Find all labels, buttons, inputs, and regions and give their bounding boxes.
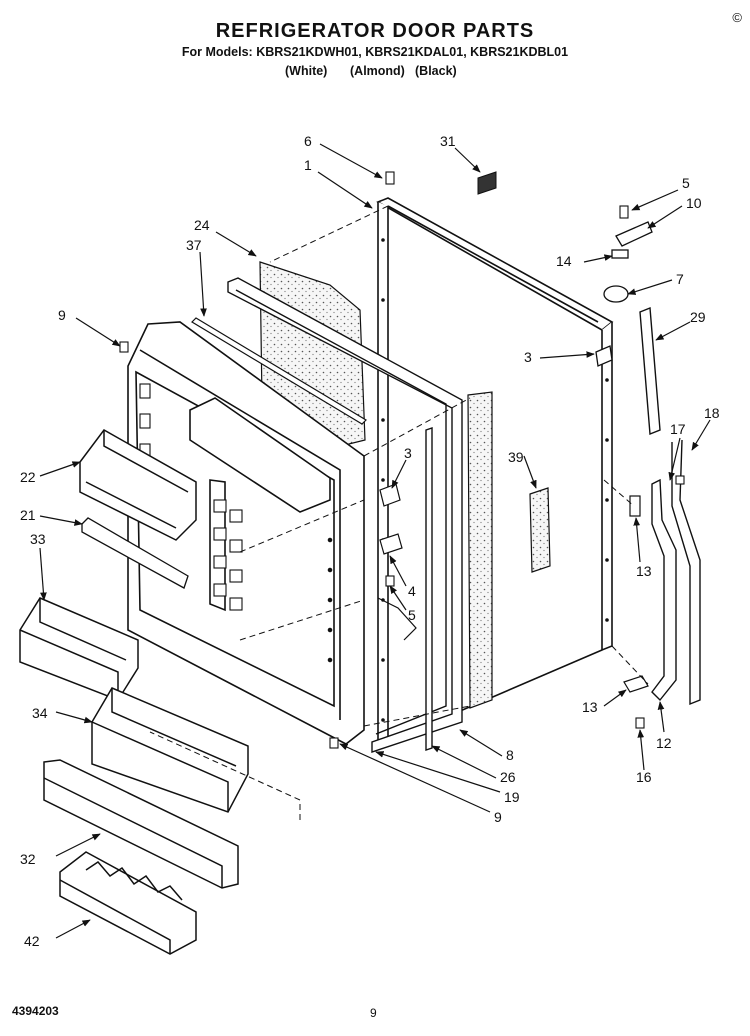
door-handle-upper	[639, 306, 661, 436]
callout-label: 39	[508, 449, 524, 465]
inner-door-liner	[127, 321, 365, 745]
top-hinge	[595, 221, 653, 367]
shelf-bin-lower	[91, 687, 249, 813]
shelf-bin-upper	[19, 597, 139, 701]
model-list: For Models: KBRS21KDWH01, KBRS21KDAL01, …	[181, 45, 569, 59]
callout-label: 7	[676, 271, 684, 287]
color-white: (White)	[285, 64, 328, 78]
trim-strip	[191, 317, 367, 425]
deodorizer-pad	[529, 487, 551, 573]
callout-label: 26	[500, 769, 516, 785]
hinge-bracket	[623, 495, 649, 693]
callout-label: 37	[186, 237, 202, 253]
screws	[119, 171, 685, 749]
callout-label: 9	[494, 809, 502, 825]
callout-label: 3	[524, 349, 532, 365]
callout-label: 24	[194, 217, 210, 233]
leader-arrows	[39, 143, 711, 939]
part-code: 4394203	[12, 1004, 59, 1018]
callout-label: 10	[686, 195, 702, 211]
egg-tray	[59, 851, 197, 955]
callout-label: 3	[404, 445, 412, 461]
callout-label: 6	[304, 133, 312, 149]
callout-label: 22	[20, 469, 36, 485]
dairy-door	[79, 429, 197, 541]
callout-label: 8	[506, 747, 514, 763]
callout-label: 32	[20, 851, 36, 867]
callout-label: 18	[704, 405, 720, 421]
callout-label: 13	[582, 699, 598, 715]
callout-numbers: 6 31 1 5 10 24 37 14 7 9 29 3 3 39 17 18…	[20, 133, 720, 949]
door-shelf	[43, 759, 239, 889]
callout-label: 31	[440, 133, 456, 149]
callout-label: 4	[408, 583, 416, 599]
callout-label: 19	[504, 789, 520, 805]
callout-label: 17	[670, 421, 686, 437]
dairy-door-rail	[81, 517, 189, 589]
label-plate	[477, 171, 497, 195]
page-header: REFRIGERATOR DOOR PARTS For Models: KBRS…	[0, 20, 750, 59]
page-title: REFRIGERATOR DOOR PARTS	[215, 20, 535, 42]
color-black: (Black)	[415, 64, 457, 78]
callout-label: 14	[556, 253, 572, 269]
callout-label: 33	[30, 531, 46, 547]
callout-label: 34	[32, 705, 48, 721]
outer-door-panel	[376, 197, 614, 748]
door-handle-trim	[671, 439, 701, 706]
alignment-lines	[149, 205, 649, 820]
callout-label: 12	[656, 735, 672, 751]
mid-brackets	[377, 483, 417, 641]
callout-label: 16	[636, 769, 652, 785]
corner-mark: ©	[732, 10, 742, 25]
page-number: 9	[370, 1006, 377, 1020]
callout-label: 5	[682, 175, 690, 191]
color-variants: (White) (Almond) (Black)	[0, 64, 750, 80]
callout-label: 29	[690, 309, 706, 325]
callout-label: 1	[304, 157, 312, 173]
callout-label: 42	[24, 933, 40, 949]
callout-label: 21	[20, 507, 36, 523]
callout-label: 9	[58, 307, 66, 323]
callout-label: 13	[636, 563, 652, 579]
foam-insulation-bottom	[467, 391, 493, 709]
color-almond: (Almond)	[350, 64, 405, 78]
callout-label: 5	[408, 607, 416, 623]
door-handle-lower	[651, 478, 677, 702]
